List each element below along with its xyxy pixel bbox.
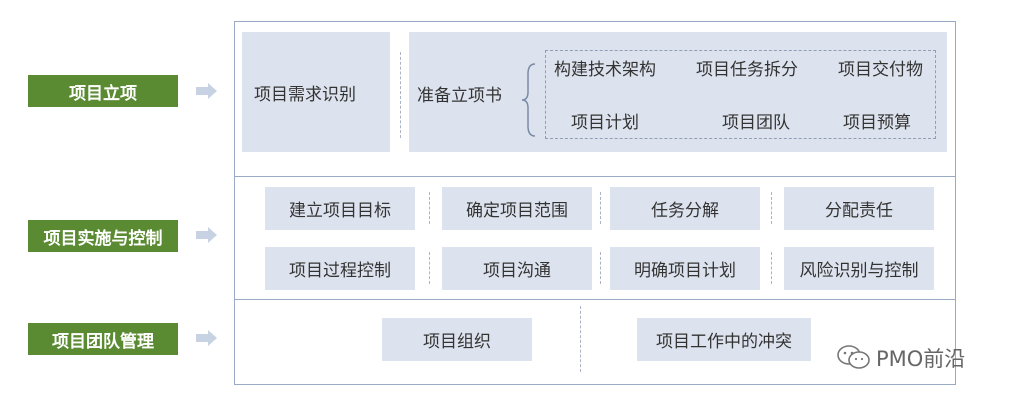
phase-label-team: 项目团队管理 — [28, 323, 178, 355]
divider — [580, 306, 581, 372]
watermark-text: PMO前沿 — [876, 347, 966, 371]
team-panel — [234, 299, 956, 385]
divider — [771, 192, 772, 224]
execution-item: 分配责任 — [784, 187, 934, 230]
arrow-icon — [196, 227, 217, 243]
deliverable-item: 项目任务拆分 — [696, 60, 798, 80]
phase-label-execution: 项目实施与控制 — [28, 220, 178, 252]
divider — [771, 252, 772, 284]
deliverable-item: 构建技术架构 — [554, 60, 656, 80]
execution-item: 项目过程控制 — [265, 247, 415, 290]
divider — [400, 52, 401, 138]
execution-item: 明确项目计划 — [610, 247, 760, 290]
requirement-box: 项目需求识别 — [242, 32, 390, 152]
deliverables-group — [545, 50, 936, 139]
team-item: 项目工作中的冲突 — [637, 318, 811, 361]
execution-item: 项目沟通 — [442, 247, 592, 290]
execution-item: 风险识别与控制 — [784, 247, 934, 290]
arrow-icon — [196, 83, 217, 99]
divider — [600, 192, 601, 224]
brace-icon — [521, 63, 536, 137]
execution-item: 任务分解 — [610, 187, 760, 230]
arrow-icon — [196, 330, 217, 346]
prepare-box — [409, 32, 947, 152]
divider — [429, 192, 430, 224]
team-item: 项目组织 — [382, 318, 532, 361]
deliverable-item: 项目交付物 — [838, 60, 923, 80]
divider — [600, 252, 601, 284]
execution-item: 建立项目目标 — [265, 187, 415, 230]
deliverable-item: 项目团队 — [722, 113, 790, 133]
execution-item: 确定项目范围 — [442, 187, 592, 230]
deliverable-item: 项目预算 — [843, 113, 911, 133]
phase-label-initiation: 项目立项 — [28, 75, 178, 107]
prepare-label: 准备立项书 — [417, 86, 502, 106]
deliverable-item: 项目计划 — [571, 113, 639, 133]
divider — [429, 252, 430, 284]
wechat-icon — [837, 345, 870, 369]
